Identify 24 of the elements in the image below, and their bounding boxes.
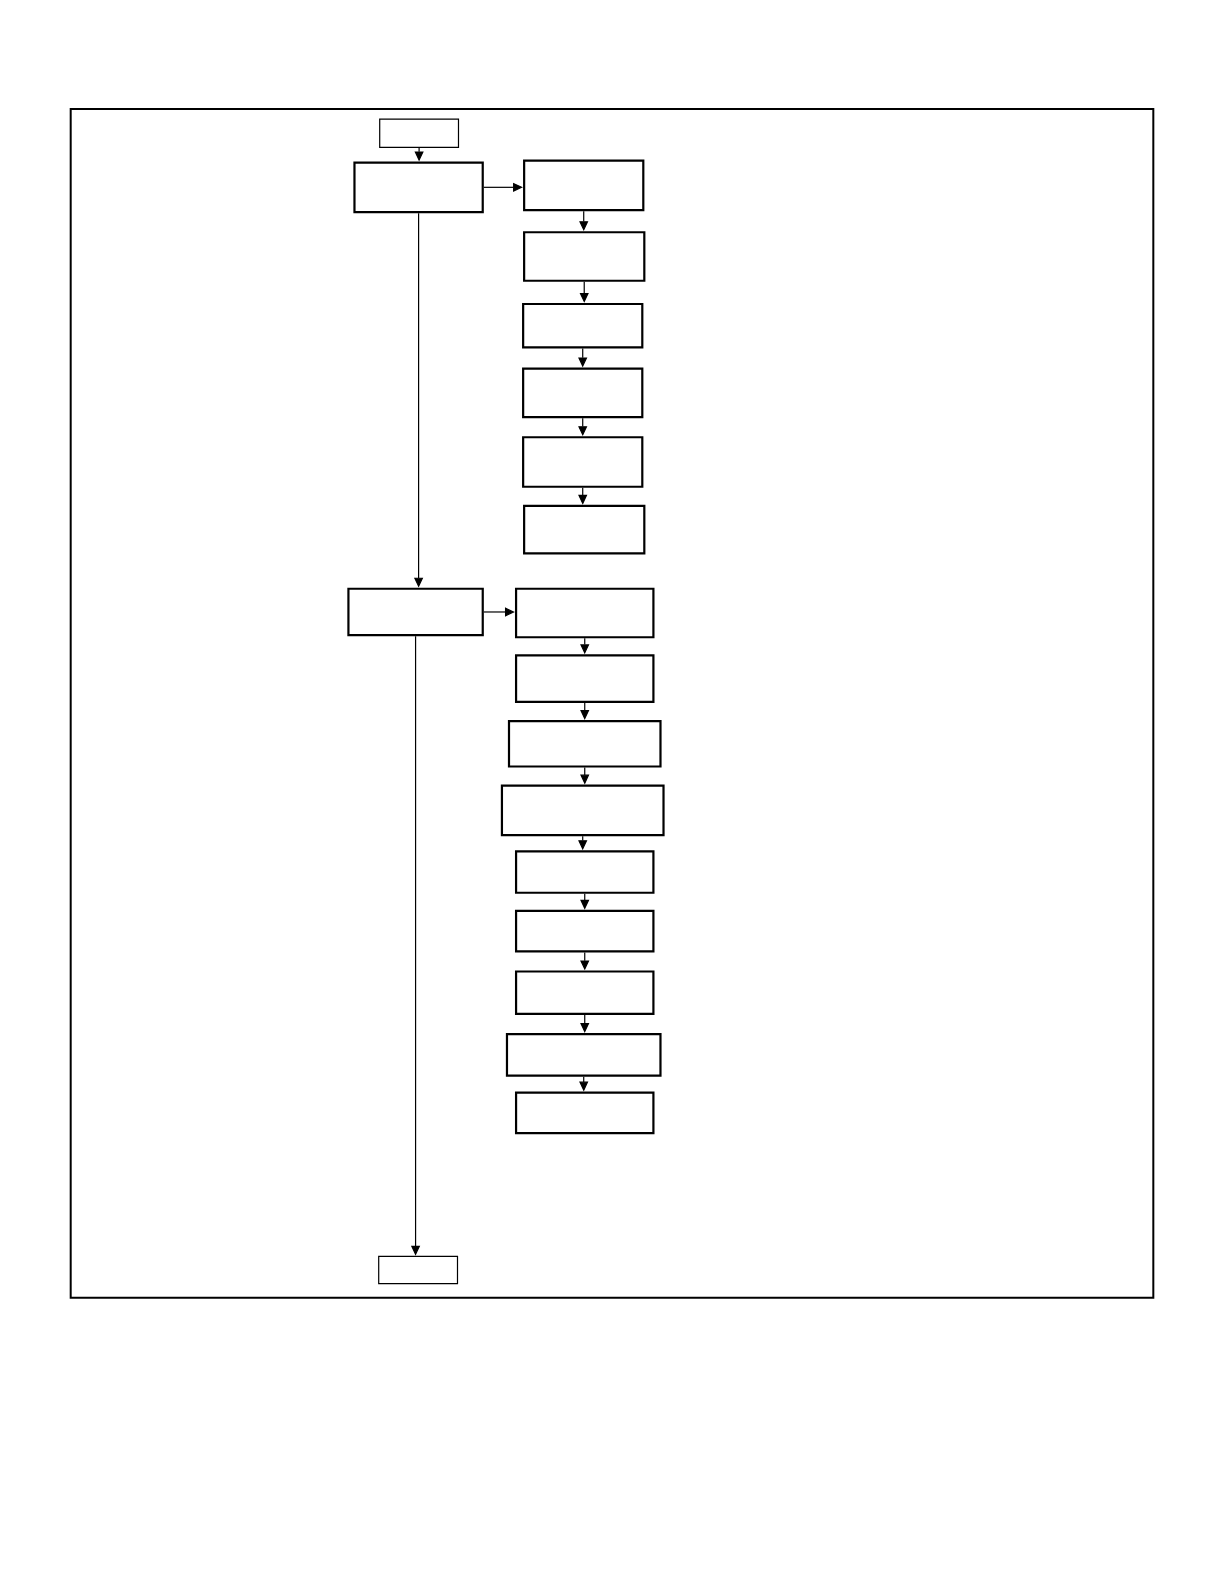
terminal-box: [379, 118, 460, 148]
process-box: [522, 436, 644, 488]
process-box: [514, 587, 655, 639]
arrow: [483, 182, 523, 192]
process-box: [514, 850, 655, 894]
process-box: [353, 161, 484, 214]
arrow: [580, 1014, 590, 1033]
process-box: [500, 784, 665, 837]
process-box: [523, 504, 646, 555]
process-box: [514, 970, 655, 1016]
process-box: [514, 909, 655, 953]
terminal-box: [378, 1255, 459, 1285]
process-box: [507, 719, 662, 768]
process-box: [347, 587, 484, 637]
process-box: [523, 159, 645, 212]
process-box: [505, 1033, 662, 1077]
process-box: [522, 302, 644, 349]
diagram-frame: [69, 108, 1155, 1299]
arrow: [580, 702, 590, 720]
process-box: [523, 231, 646, 282]
process-box: [522, 367, 644, 419]
process-box: [514, 1091, 655, 1135]
process-box: [514, 654, 655, 703]
arrow: [483, 607, 515, 617]
